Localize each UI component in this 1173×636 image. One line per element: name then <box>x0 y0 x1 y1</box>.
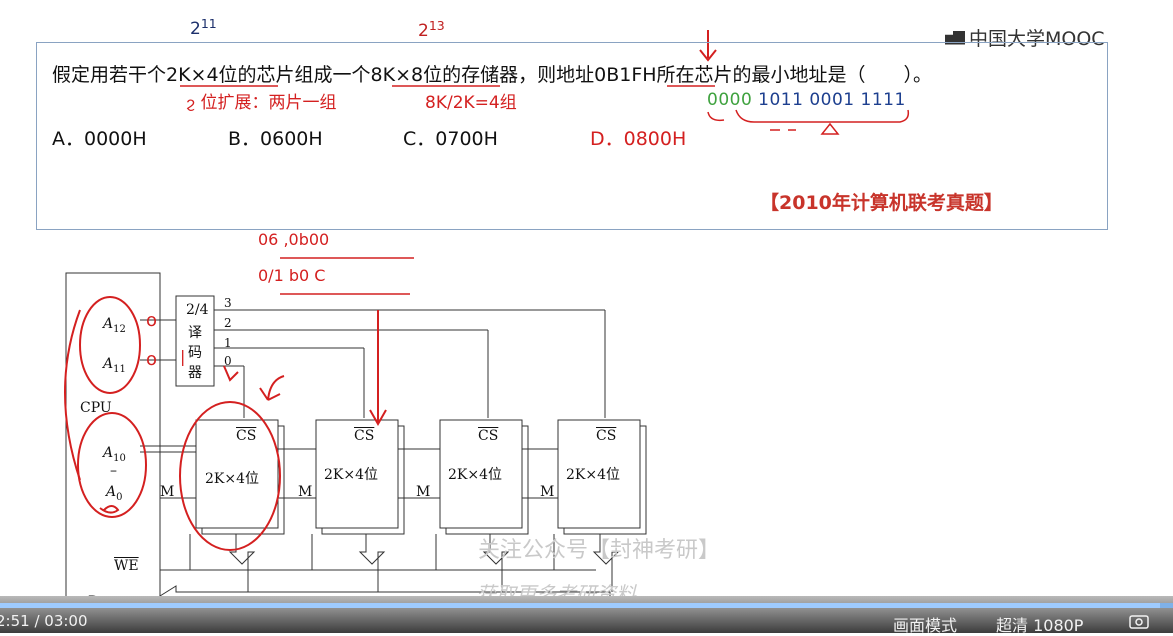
hand-note-1: 06 ,0b00 <box>258 230 330 249</box>
chip-3-cs: CS <box>596 428 617 444</box>
note-group-count: 8K/2K=4组 <box>425 93 517 113</box>
quality-button[interactable]: 超清 1080P <box>996 616 1084 635</box>
video-progress-fill <box>0 603 1160 608</box>
decoder-label-1: 译 <box>188 325 202 341</box>
svg-text:o: o <box>146 310 157 331</box>
hand-note-underlines <box>280 257 414 295</box>
m-label-0: M <box>160 484 175 500</box>
video-time: 2:51 / 03:00 <box>0 612 88 630</box>
option-a: A．0000H <box>52 128 147 150</box>
label-a12: A12 <box>103 316 126 335</box>
option-b: B．0600H <box>228 128 323 150</box>
chip-1-label: 2K×4位 <box>324 467 379 483</box>
hand-note-2: 0/1 b0 C <box>258 266 326 285</box>
option-c: C．0700H <box>403 128 498 150</box>
chip-1-cs: CS <box>354 428 375 444</box>
chip-0-label: 2K×4位 <box>205 471 260 487</box>
note-marker-icon: ϩ <box>186 94 196 112</box>
option-d: D．0800H <box>590 128 687 150</box>
video-progress-bar[interactable] <box>0 603 1173 608</box>
binary-address: 0000 1011 0001 1111 <box>707 90 906 110</box>
memory-expansion-diagram: o o | <box>64 272 647 610</box>
decoder-box <box>175 295 215 387</box>
label-cpu: CPU <box>80 400 112 416</box>
decoder-output-0: 0 <box>224 354 232 368</box>
label-a10: A10 <box>103 445 126 464</box>
svg-text:|: | <box>180 347 185 366</box>
watermark-line-1: 关注公众号【封神考研】 <box>478 538 721 563</box>
address-high-bits: 0000 <box>707 90 753 110</box>
chip-2-cs: CS <box>478 428 499 444</box>
chip-group-2 <box>439 419 529 535</box>
power-label-2-13: 213 <box>418 18 445 41</box>
screenshot-icon[interactable] <box>1128 612 1150 634</box>
label-a0: A0 <box>106 484 123 503</box>
question-box <box>36 42 1108 230</box>
video-control-bar <box>0 596 1173 633</box>
decoder-label-3: 器 <box>188 365 202 381</box>
highlight-chip-group-0 <box>179 401 281 551</box>
address-bracket-annotation <box>707 109 910 135</box>
chip-group-1 <box>315 419 405 535</box>
note-bit-extension: ϩ 位扩展：两片一组 <box>186 93 337 113</box>
decoder-output-2: 2 <box>224 316 232 330</box>
svg-text:o: o <box>146 349 157 370</box>
chip-3-label: 2K×4位 <box>566 467 621 483</box>
label-a11: A11 <box>103 356 126 375</box>
exam-source: 【2010年计算机联考真题】 <box>760 192 1003 214</box>
chip-group-0 <box>195 419 285 535</box>
decoder-label-2: 码 <box>188 345 202 361</box>
m-label-3: M <box>540 484 555 500</box>
highlight-a12-a11 <box>79 296 141 394</box>
down-arrow-annotation <box>699 30 717 62</box>
decoder-output-3: 3 <box>224 296 232 310</box>
picture-mode-button[interactable]: 画面模式 <box>893 616 958 635</box>
label-we: WE <box>114 558 139 574</box>
chip-0-cs: CS <box>236 428 257 444</box>
address-low-bits: 1011 0001 1111 <box>752 90 906 110</box>
power-label-2-11: 211 <box>190 16 217 39</box>
label-dash: – <box>110 463 117 479</box>
question-underline-annotations <box>180 85 715 87</box>
decoder-output-1: 1 <box>224 336 232 350</box>
mooc-logo: 中国大学MOOC <box>945 24 1105 51</box>
mooc-logo-text: 中国大学MOOC <box>969 28 1105 50</box>
question-text: 假定用若干个2K×4位的芯片组成一个8K×8位的存储器，则地址0B1FH所在芯片… <box>52 64 933 86</box>
m-label-1: M <box>298 484 313 500</box>
highlight-a10-a0 <box>77 412 147 518</box>
chip-2-label: 2K×4位 <box>448 467 503 483</box>
chip-group-3 <box>557 419 647 535</box>
m-label-2: M <box>416 484 431 500</box>
decoder-label-type: 2/4 <box>186 302 209 318</box>
